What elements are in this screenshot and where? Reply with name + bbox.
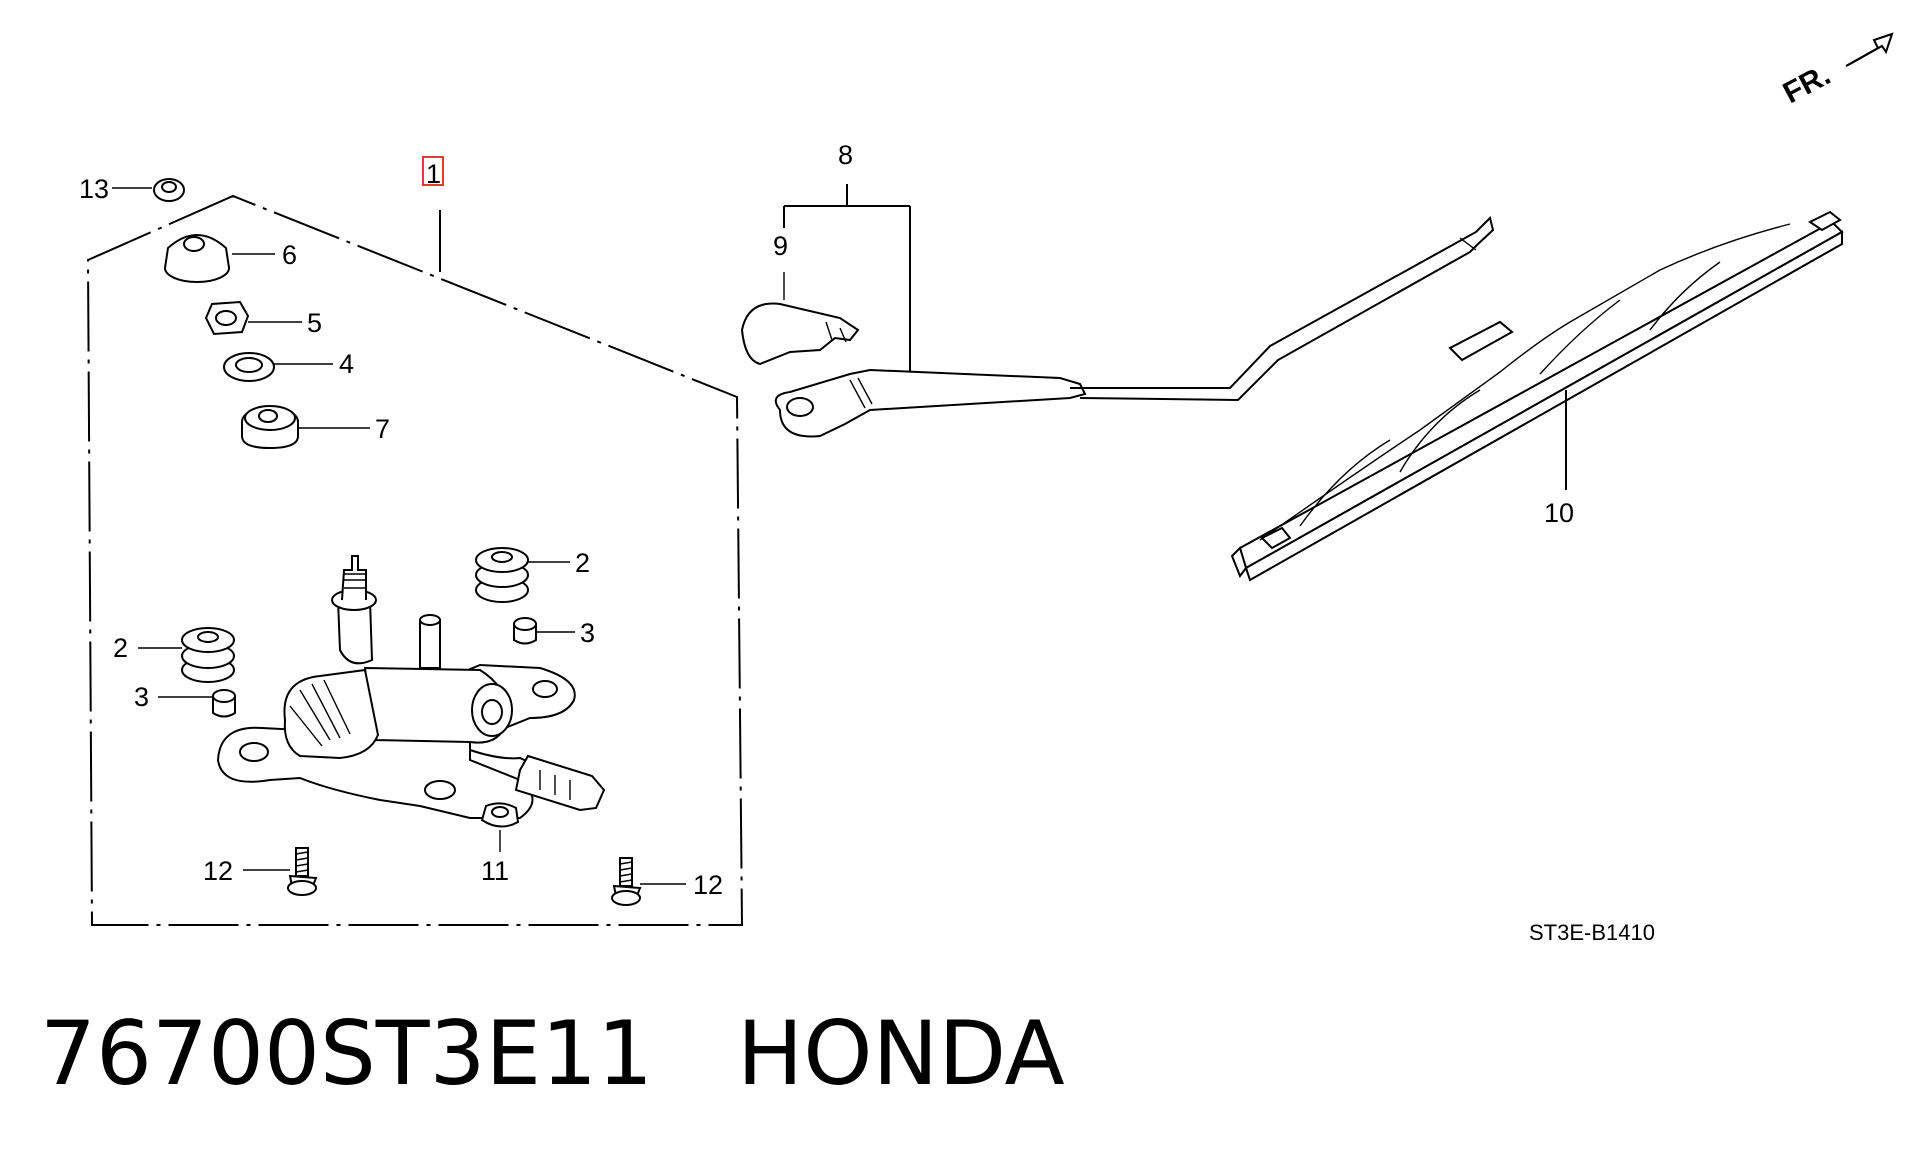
assembly-boundary <box>86 194 744 926</box>
front-arrow-icon <box>1845 32 1894 67</box>
callout-7[interactable]: 7 <box>375 414 390 444</box>
part-10-wiper-blade[interactable] <box>1230 210 1844 582</box>
callout-8[interactable]: 8 <box>838 140 853 170</box>
part-13-nut[interactable] <box>112 178 185 202</box>
part-12-bolt-left[interactable] <box>243 847 318 896</box>
part-number: 76700ST3E11 <box>40 1002 654 1105</box>
part-8-wiper-arm[interactable] <box>774 184 1495 438</box>
callout-6[interactable]: 6 <box>282 240 297 270</box>
callout-13[interactable]: 13 <box>79 174 109 204</box>
callout-12-right[interactable]: 12 <box>693 870 723 900</box>
part-6-cap[interactable] <box>164 234 275 283</box>
part-caption: 76700ST3E11 HONDA <box>40 1010 1065 1098</box>
brand-name: HONDA <box>737 1002 1065 1105</box>
part-4-washer[interactable] <box>223 352 333 382</box>
part-2-grommet-left[interactable] <box>138 627 235 683</box>
callout-10[interactable]: 10 <box>1544 498 1574 528</box>
part-12-bolt-right[interactable] <box>611 857 686 906</box>
callout-3-right[interactable]: 3 <box>580 618 595 648</box>
callout-5[interactable]: 5 <box>307 308 322 338</box>
part-5-hex-nut[interactable] <box>204 300 302 336</box>
part-9-pivot-cap[interactable] <box>740 272 860 366</box>
front-label: FR. <box>1778 58 1836 110</box>
front-direction-marker: FR. <box>1778 32 1894 110</box>
part-7-bushing[interactable] <box>241 405 370 450</box>
diagram-code: ST3E-B1410 <box>1529 920 1655 945</box>
callout-9[interactable]: 9 <box>773 231 788 261</box>
callout-3-left[interactable]: 3 <box>134 682 149 712</box>
callout-2-right[interactable]: 2 <box>575 548 590 578</box>
part-11-clip[interactable] <box>480 802 520 852</box>
part-3-collar-right[interactable] <box>513 617 575 645</box>
callout-4[interactable]: 4 <box>339 349 354 379</box>
callout-1[interactable]: 1 <box>426 159 441 189</box>
part-3-collar-left[interactable] <box>158 689 236 718</box>
callout-12-left[interactable]: 12 <box>203 856 233 886</box>
wiper-motor-assembly[interactable] <box>216 555 606 819</box>
callout-11[interactable]: 11 <box>481 856 509 886</box>
part-2-grommet-right[interactable] <box>475 547 570 603</box>
callout-2-left[interactable]: 2 <box>113 633 128 663</box>
callout-1-highlight <box>422 156 444 186</box>
